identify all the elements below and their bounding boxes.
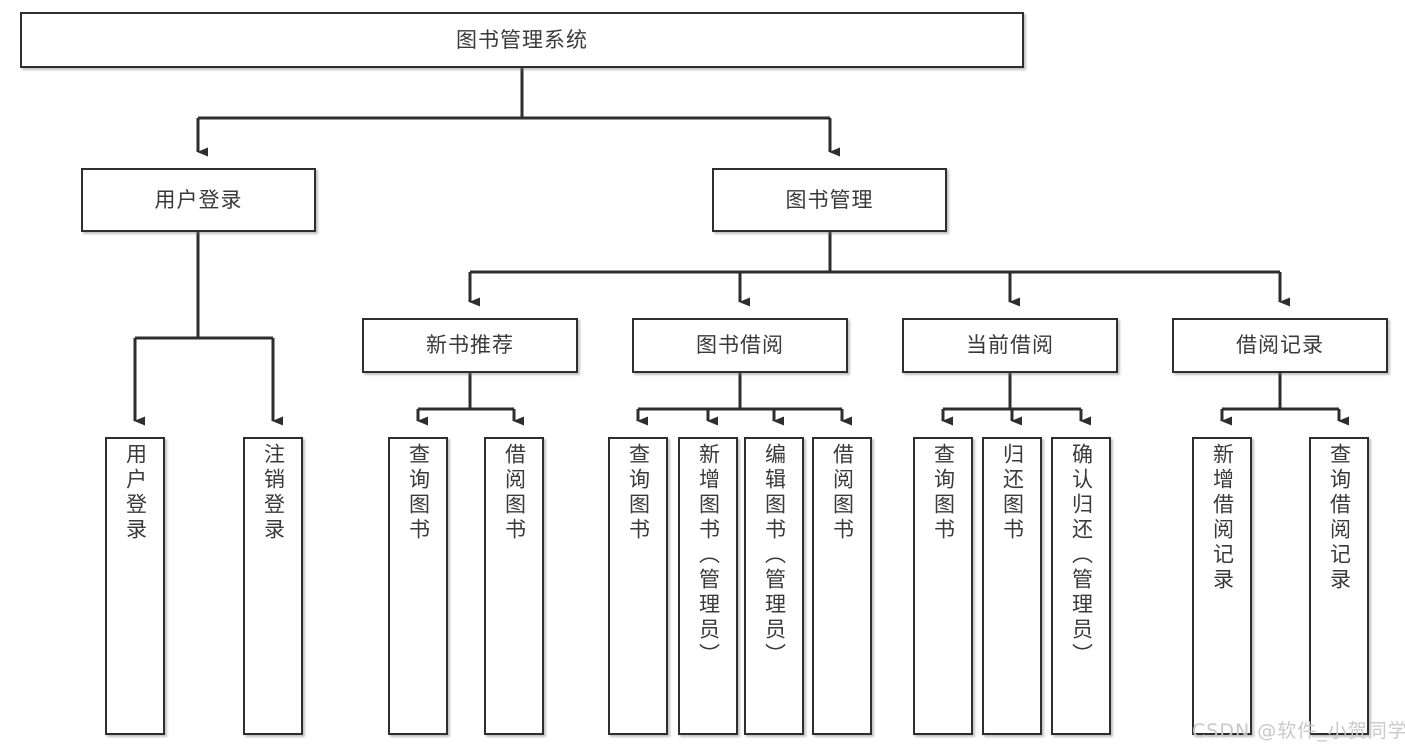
node-book-management-label: 图书管理 (785, 187, 874, 212)
node-new-book-recommend-label: 新书推荐 (426, 333, 514, 358)
leaf-node-label: 注销登录 (261, 443, 286, 543)
leaf-node-label: 归还图书 (1000, 443, 1025, 543)
node-root[interactable]: 图书管理系统 (20, 12, 1024, 68)
node-user-login-label: 用户登录 (154, 187, 243, 212)
node-current-borrow[interactable]: 当前借阅 (902, 318, 1118, 373)
leaf-node-query-book-borrow[interactable]: 查询图书 (608, 437, 668, 735)
leaf-node-label: 借阅图书 (502, 443, 527, 543)
leaf-node-label: 借阅图书 (830, 443, 855, 543)
leaf-node-label: 查询图书 (406, 443, 431, 543)
leaf-node-user-login[interactable]: 用户登录 (105, 437, 165, 735)
leaf-node-query-borrow-record[interactable]: 查询借阅记录 (1309, 437, 1369, 735)
leaf-node-edit-book-admin[interactable]: 编辑图书（管理员） (744, 437, 804, 735)
leaf-node-add-book-admin[interactable]: 新增图书（管理员） (678, 437, 738, 735)
leaf-node-label: 新增借阅记录 (1210, 443, 1235, 593)
node-borrow-record-label: 借阅记录 (1236, 333, 1324, 358)
leaf-node-borrow-book[interactable]: 借阅图书 (812, 437, 872, 735)
node-user-login[interactable]: 用户登录 (81, 168, 316, 232)
leaf-node-label: 确认归还（管理员） (1069, 443, 1094, 668)
leaf-node-borrow-book-newbook[interactable]: 借阅图书 (484, 437, 544, 735)
node-root-label: 图书管理系统 (456, 27, 588, 52)
watermark-text: CSDN @软件_小贺同学 (1192, 720, 1405, 742)
leaf-node-label: 新增图书（管理员） (696, 443, 721, 668)
leaf-node-query-book-current[interactable]: 查询图书 (913, 437, 973, 735)
node-new-book-recommend[interactable]: 新书推荐 (362, 318, 578, 373)
leaf-node-confirm-return-admin[interactable]: 确认归还（管理员） (1051, 437, 1111, 735)
leaf-node-label: 查询图书 (626, 443, 651, 543)
node-book-management[interactable]: 图书管理 (712, 168, 947, 232)
leaf-node-label: 用户登录 (123, 443, 148, 543)
leaf-node-add-borrow-record[interactable]: 新增借阅记录 (1192, 437, 1252, 735)
node-borrow-record[interactable]: 借阅记录 (1172, 318, 1388, 373)
leaf-node-query-book-newbook[interactable]: 查询图书 (388, 437, 448, 735)
leaf-node-label: 查询借阅记录 (1327, 443, 1352, 593)
leaf-node-return-book[interactable]: 归还图书 (982, 437, 1042, 735)
leaf-node-logout[interactable]: 注销登录 (243, 437, 303, 735)
leaf-node-label: 编辑图书（管理员） (762, 443, 787, 668)
leaf-node-label: 查询图书 (931, 443, 956, 543)
node-current-borrow-label: 当前借阅 (966, 333, 1054, 358)
node-book-borrow[interactable]: 图书借阅 (632, 318, 848, 373)
node-book-borrow-label: 图书借阅 (696, 333, 784, 358)
